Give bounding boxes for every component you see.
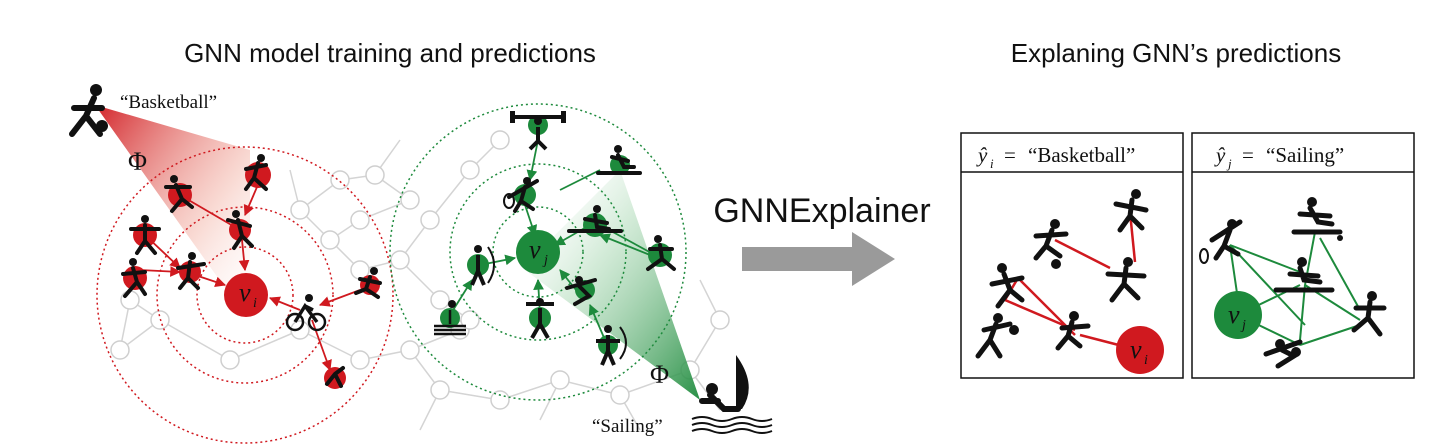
tennis-player-icon <box>503 177 539 213</box>
basketball-player-icon <box>129 215 161 255</box>
explanation-panel-i: ŷ i = “Basketball” v i <box>960 132 1184 379</box>
svg-text:v: v <box>1130 335 1142 364</box>
hurdler-icon <box>646 235 676 271</box>
panel-i-soccer-icon <box>1033 219 1069 261</box>
panel-j-sub: j <box>1226 156 1232 171</box>
right-title: Explaning GNN’s predictions <box>1011 38 1341 68</box>
svg-text:v: v <box>1228 300 1240 329</box>
panel-i-dribbler-icon <box>975 313 1013 359</box>
svg-text:j: j <box>542 253 548 268</box>
panel-i-volleyball-icon <box>1113 189 1149 233</box>
gymnast-icon <box>324 366 346 389</box>
phi-fan-green <box>525 170 700 400</box>
panel-i-sub: i <box>990 156 994 171</box>
panel-i-basketball-icon <box>989 263 1025 309</box>
panel-j-value: “Sailing” <box>1266 143 1344 167</box>
dribbler-icon <box>121 258 147 298</box>
panel-i-target-node <box>1116 326 1164 374</box>
sprinter-icon <box>354 267 382 299</box>
panel-i-value: “Basketball” <box>1028 143 1135 167</box>
gnnexplainer-label: GNNExplainer <box>713 192 930 230</box>
svg-text:j: j <box>1240 318 1246 333</box>
soccer-player-icon <box>164 175 194 213</box>
panel-j-tennis-icon <box>1199 219 1243 264</box>
svg-text:i: i <box>253 296 257 311</box>
panel-j-target-node <box>1214 291 1262 339</box>
phi-green: Φ <box>650 360 669 389</box>
phi-red: Φ <box>128 147 147 176</box>
panel-j-rower-icon <box>1291 197 1343 235</box>
green-sport-nodes: v j <box>434 111 676 366</box>
arrow-icon <box>742 232 895 286</box>
swimmer-icon <box>434 300 466 336</box>
svg-text:v: v <box>529 235 541 264</box>
svg-text:i: i <box>1144 353 1148 368</box>
volleyball-player-icon <box>226 210 254 250</box>
left-title: GNN model training and predictions <box>184 38 596 68</box>
panel-i-runner-icon <box>1105 257 1147 303</box>
target-node-i: v i <box>224 273 268 317</box>
runner-icon <box>244 154 271 191</box>
panel-i-handball-icon <box>1055 311 1091 351</box>
basketball-label-icon <box>69 84 108 137</box>
background-graph <box>110 130 730 431</box>
panel-i-yhat: ŷ <box>976 143 988 167</box>
rowing-machine-icon <box>567 205 623 237</box>
phi-fan-red <box>95 105 255 330</box>
sailing-label-icon <box>691 355 773 434</box>
fencer-icon <box>565 276 597 306</box>
sailing-quote: “Sailing” <box>592 416 663 437</box>
panel-j-rowing-machine-icon <box>1273 257 1335 293</box>
red-neighborhood-rings <box>96 146 394 444</box>
basketball-quote: “Basketball” <box>120 92 217 113</box>
target-node-j: v j <box>516 230 560 274</box>
badminton-player-icon <box>526 298 554 339</box>
panel-j-yhat: ŷ <box>1214 143 1226 167</box>
svg-text:v: v <box>239 278 251 307</box>
cyclist-icon <box>285 294 327 332</box>
green-neighborhood-rings <box>389 103 687 401</box>
red-sport-nodes: v i <box>121 154 382 389</box>
weightlifter-icon <box>510 111 566 151</box>
archer-icon <box>467 245 495 286</box>
panel-j-eq: = <box>1242 143 1254 167</box>
archer2-icon <box>596 325 627 366</box>
handball-player-icon <box>176 252 206 290</box>
panel-j-hurdler-icon <box>1351 291 1387 337</box>
explanation-panel-j: ŷ j = “Sailing” v j <box>1191 132 1415 379</box>
panel-i-eq: = <box>1004 143 1016 167</box>
rower-icon <box>596 145 642 175</box>
